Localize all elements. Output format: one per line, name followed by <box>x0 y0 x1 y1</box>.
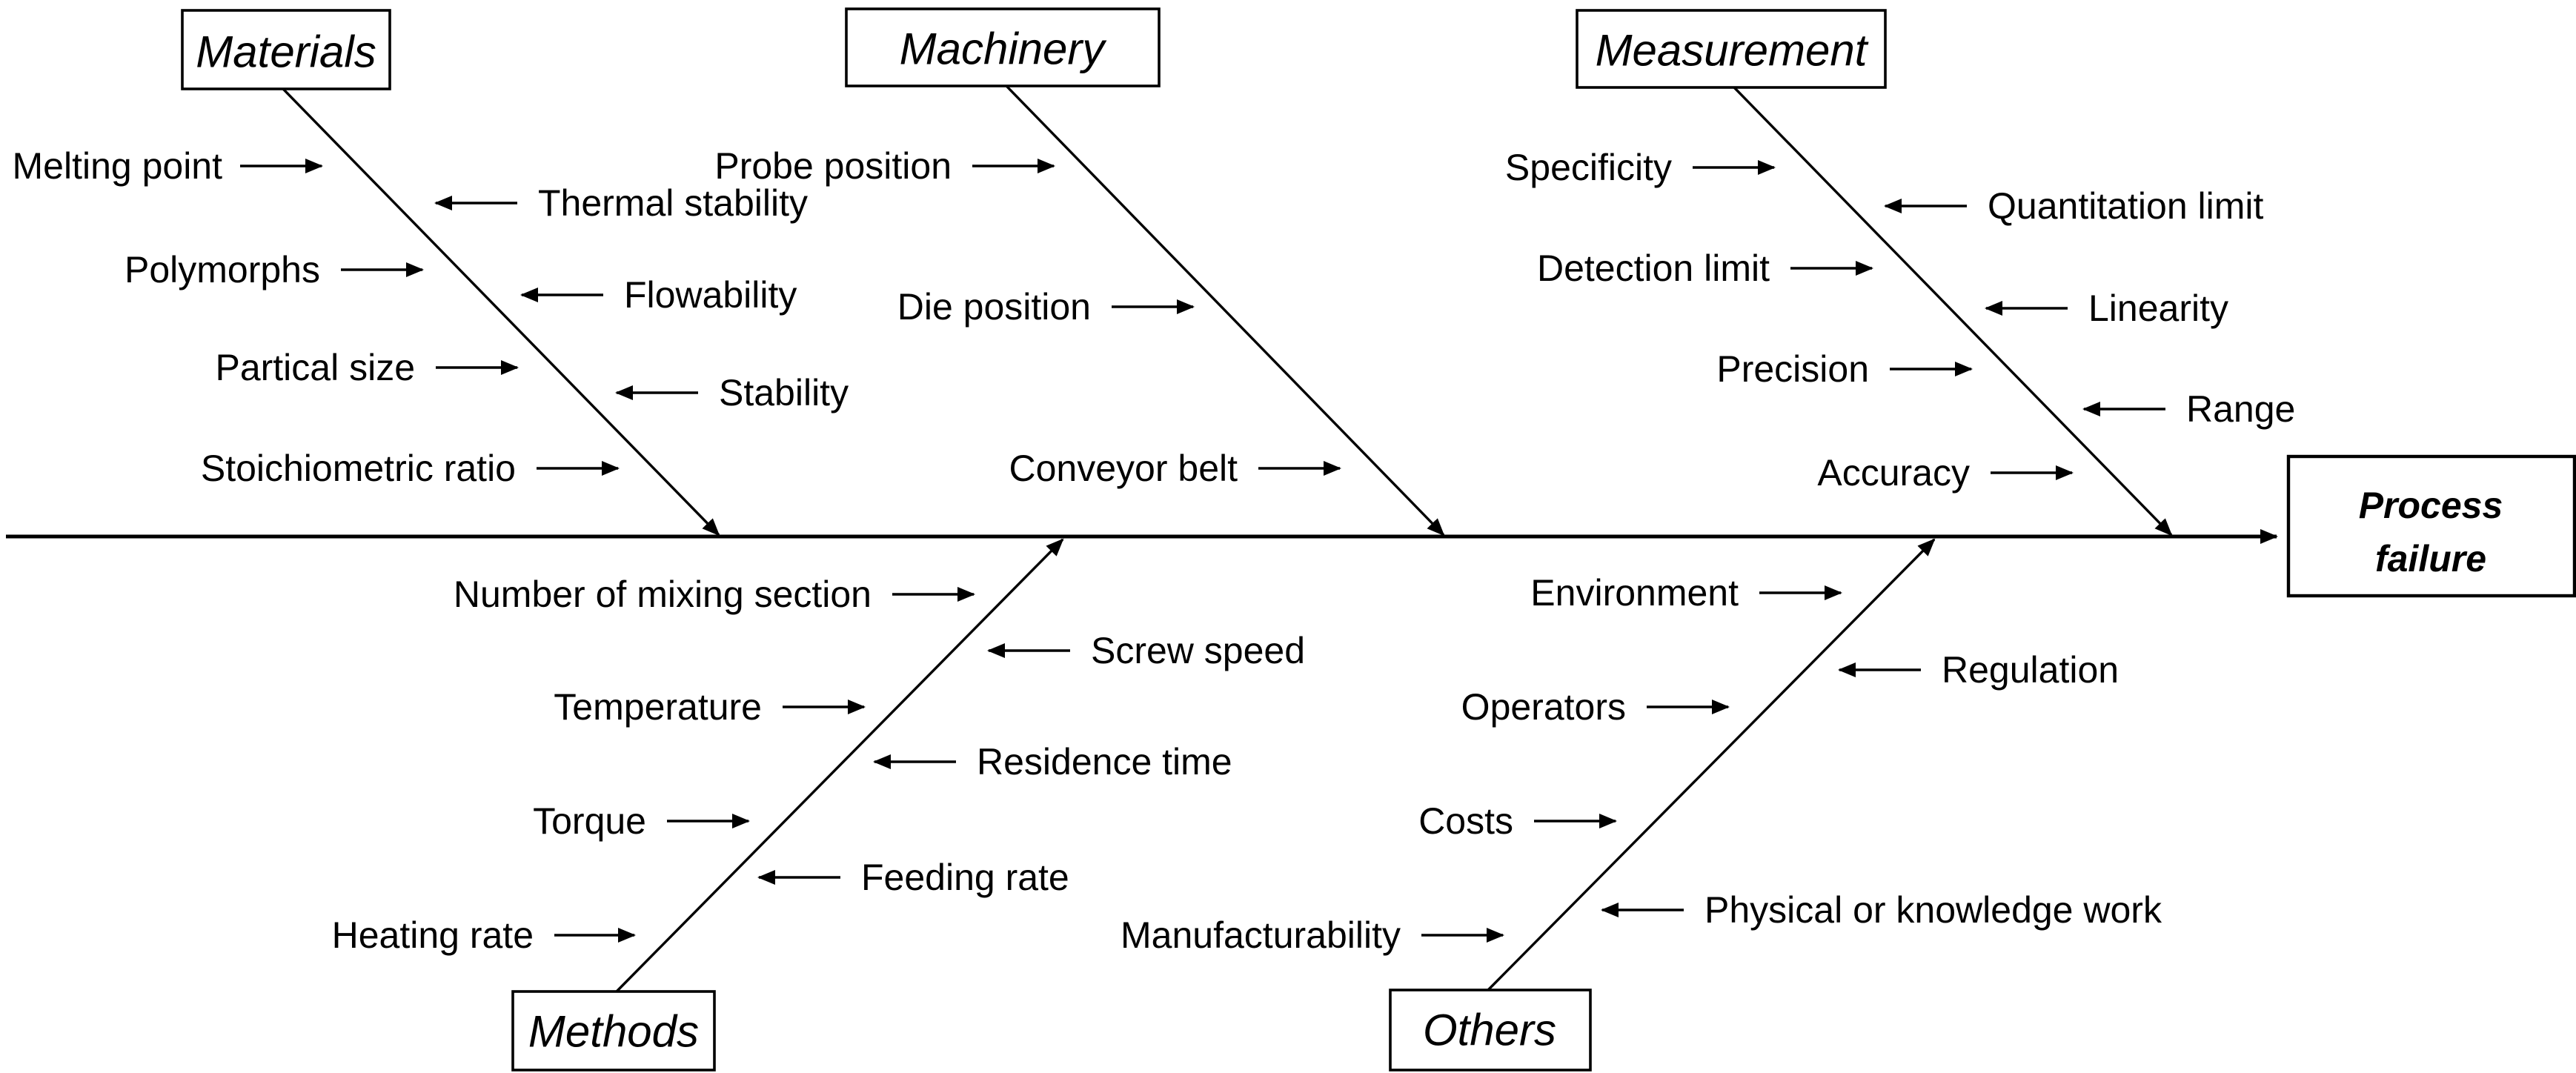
machinery-label: Machinery <box>900 24 1108 74</box>
cause-label: Melting point <box>13 145 223 187</box>
cause-label: Specificity <box>1505 147 1672 188</box>
cause-label: Screw speed <box>1091 630 1305 671</box>
cause-label: Probe position <box>714 145 952 187</box>
cause-label: Precision <box>1716 348 1869 390</box>
cause-label: Operators <box>1461 686 1626 728</box>
cause-label: Thermal stability <box>538 182 808 224</box>
machinery-box <box>845 7 1161 87</box>
cause-label: Physical or knowledge work <box>1704 889 2162 931</box>
cause-label: Feeding rate <box>861 857 1069 898</box>
branch-measurement: Measurement Specificity Detection limit … <box>1505 9 2295 536</box>
cause-label: Heating rate <box>332 914 534 956</box>
cause-label: Partical size <box>215 347 415 388</box>
machinery-bone <box>1005 84 1445 536</box>
measurement-label: Measurement <box>1596 26 1869 76</box>
cause-label: Flowability <box>624 274 797 316</box>
cause-label: Environment <box>1530 572 1739 614</box>
branch-machinery: Machinery Probe position Die position Co… <box>714 7 1445 536</box>
others-box <box>1389 989 1592 1072</box>
cause-label: Detection limit <box>1537 248 1770 289</box>
cause-label: Accuracy <box>1817 452 1970 494</box>
cause-label: Costs <box>1418 800 1513 842</box>
cause-label: Residence time <box>977 741 1232 783</box>
methods-box <box>511 990 716 1072</box>
effect-group: Process failure <box>2286 454 2576 598</box>
effect-box <box>2286 454 2576 598</box>
cause-label: Quantitation limit <box>1988 185 2263 227</box>
measurement-bone <box>1733 86 2173 536</box>
branch-methods: Methods Number of mixing section Tempera… <box>332 538 1305 1072</box>
cause-label: Manufacturability <box>1121 914 1401 956</box>
methods-bone <box>615 538 1064 993</box>
materials-bone <box>282 87 720 536</box>
cause-label: Torque <box>533 800 646 842</box>
cause-label: Conveyor belt <box>1009 448 1238 489</box>
materials-box <box>181 9 391 90</box>
cause-label: Range <box>2186 388 2295 430</box>
cause-label: Die position <box>897 286 1091 328</box>
branch-others: Others Environment Operators Costs Manuf… <box>1121 538 2162 1072</box>
effect-label-line1: Process <box>2359 485 2503 526</box>
cause-label: Temperature <box>554 686 762 728</box>
cause-label: Polymorphs <box>125 249 320 290</box>
effect-label-line2: failure <box>2375 538 2486 579</box>
methods-label: Methods <box>528 1007 699 1057</box>
materials-label: Materials <box>196 27 376 77</box>
others-bone <box>1487 538 1936 991</box>
cause-label: Stoichiometric ratio <box>201 448 516 489</box>
branch-materials: Materials Melting point Polymorphs Parti… <box>13 9 849 536</box>
cause-label: Stability <box>719 372 849 413</box>
others-label: Others <box>1423 1006 1556 1055</box>
cause-label: Number of mixing section <box>454 574 872 615</box>
measurement-box <box>1576 9 1887 89</box>
cause-label: Regulation <box>1942 649 2119 691</box>
cause-label: Linearity <box>2088 288 2228 329</box>
